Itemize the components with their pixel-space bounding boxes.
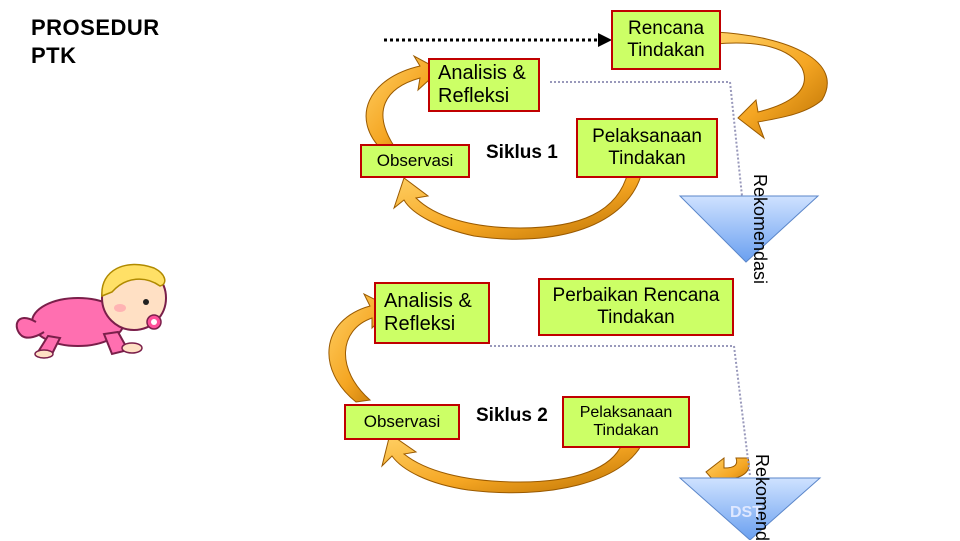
plan-1-line-2: Tindakan [627, 40, 705, 61]
act-1-line-2: Tindakan [608, 148, 686, 169]
reflect-1-line-2: Refleksi [438, 85, 510, 107]
recommend-2-label: Rekomend [752, 454, 772, 541]
reflect-box-2: Analisis & Refleksi [374, 282, 490, 344]
title-line-2: PTK [31, 43, 77, 68]
act-box-1: Pelaksanaan Tindakan [576, 118, 718, 178]
reflect-2-line-1: Analisis & [384, 290, 472, 312]
funnel-1 [678, 195, 820, 263]
observe-box-2: Observasi [344, 404, 460, 440]
reflect-2-line-2: Refleksi [384, 313, 456, 335]
reflect-box-1: Analisis & Refleksi [428, 58, 540, 112]
act-2-line-1: Pelaksanaan [579, 403, 673, 421]
recommend-1-label: Rekomendasi [750, 174, 770, 285]
plan-box-1: Rencana Tindakan [611, 10, 721, 70]
page-title: PROSEDUR PTK [31, 14, 160, 70]
plan-1-line-1: Rencana [627, 18, 705, 40]
observe-box-1: Observasi [360, 144, 470, 178]
dotted-arrow-to-plan [384, 33, 612, 47]
arrow-act-to-observe-1 [392, 171, 643, 240]
funnel-2 [678, 477, 822, 540]
plan-2-line-1: Perbaikan Rencana [552, 285, 720, 307]
arrow-act-to-observe-2 [381, 433, 643, 494]
title-line-1: PROSEDUR [31, 15, 160, 40]
act-1-line-1: Pelaksanaan [592, 126, 702, 148]
cycle-2-label: Siklus 2 [476, 405, 548, 426]
continuation-label: DST [730, 504, 762, 521]
observe-1-label: Observasi [376, 151, 454, 171]
cycle-1-label: Siklus 1 [486, 142, 558, 163]
crawling-baby-illustration [15, 263, 167, 359]
plan-box-2: Perbaikan Rencana Tindakan [538, 278, 734, 336]
observe-2-label: Observasi [363, 412, 441, 432]
act-2-line-2: Tindakan [593, 422, 659, 439]
act-box-2: Pelaksanaan Tindakan [562, 396, 690, 448]
plan-2-line-2: Tindakan [597, 307, 675, 328]
reflect-1-line-1: Analisis & [438, 62, 526, 84]
arrow-plan-to-act-1 [714, 31, 828, 140]
